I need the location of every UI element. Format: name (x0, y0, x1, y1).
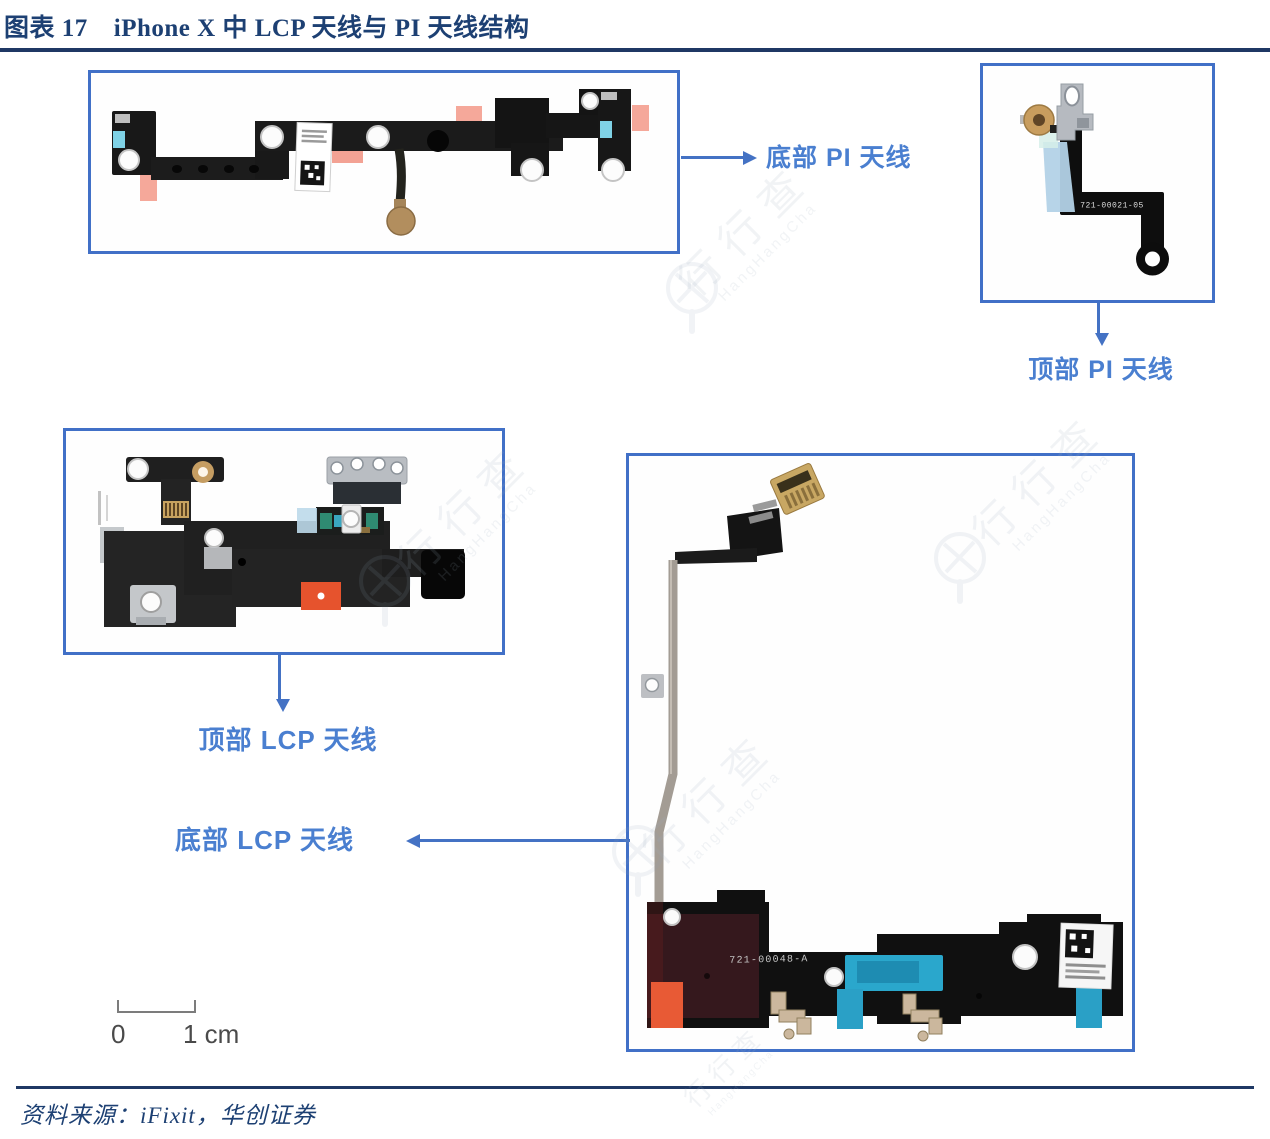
scale-cm-label: 1 cm (183, 1019, 240, 1049)
bottom-pi-label: 底部 PI 天线 (766, 144, 912, 172)
title-underline (0, 48, 1270, 52)
bottom-lcp-photo-box: 721-00048-A (626, 453, 1135, 1052)
bottom-lcp-arrow (406, 834, 630, 848)
scale-bar (117, 1000, 196, 1013)
bottom-pi-arrow (681, 151, 757, 165)
top-pi-label: 顶部 PI 天线 (1028, 356, 1174, 384)
figure-title: 图表 17 iPhone X 中 LCP 天线与 PI 天线结构 (4, 8, 1264, 48)
bottom-pi-photo-box (88, 70, 680, 254)
top-pi-part-number: 721-00021-05 (1080, 202, 1144, 211)
figure-title-text: iPhone X 中 LCP 天线与 PI 天线结构 (113, 15, 530, 42)
bottom-lcp-label: 底部 LCP 天线 (175, 825, 354, 855)
top-lcp-antenna-image (98, 456, 465, 627)
top-pi-antenna-image: 721-00021-05 (1020, 83, 1169, 276)
source-line: 资料来源：iFixit，华创证券 (20, 1103, 316, 1128)
watermark-logo-icon (662, 258, 722, 339)
figure-number-label: 图表 17 (4, 15, 88, 42)
top-pi-photo-box: 721-00021-05 (980, 63, 1215, 303)
figure-canvas: 底部 PI 天线 721-00021-05 顶部 PI 天线 (0, 54, 1270, 1118)
watermark: 行行查 HangHangCha (669, 153, 822, 306)
bottom-pi-antenna-image (112, 89, 649, 236)
bottom-lcp-antenna-image: 721-00048-A (641, 463, 1123, 1042)
scale-zero-label: 0 (111, 1019, 126, 1049)
top-lcp-label: 顶部 LCP 天线 (198, 725, 378, 755)
top-lcp-photo-box (63, 428, 505, 655)
top-lcp-arrow (275, 655, 290, 712)
footer-divider (16, 1086, 1254, 1089)
top-pi-arrow (1094, 303, 1109, 346)
bottom-lcp-part-number: 721-00048-A (729, 954, 808, 966)
